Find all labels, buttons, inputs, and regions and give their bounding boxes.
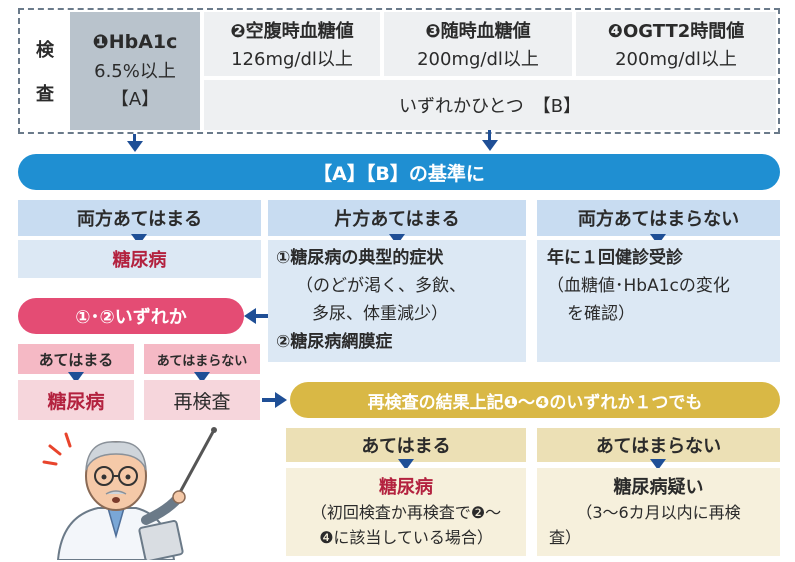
either-yes-label: あてはまる (38, 350, 114, 369)
random-glucose-value: 200mg/dl以上 (417, 49, 539, 70)
col1-arrow (131, 234, 147, 245)
arrow-b-stem (488, 130, 491, 141)
col2-line4: ②糖尿病網膜症 (276, 332, 393, 352)
exam-side-label-1: 検 (36, 40, 54, 61)
hba1c-tag: 【A】 (110, 89, 160, 110)
col1-result-label: 糖尿病 (112, 250, 167, 271)
retest-no-header-label: あてはまらない (595, 436, 722, 457)
retest-yes-note1: （初回検査か再検査で❷～ (310, 502, 502, 522)
col1-header: 両方あてはまる (18, 200, 261, 236)
retest-yes-note2: ❹に該当している場合） (319, 527, 493, 547)
col2-line3: 多尿、体重減少） (312, 304, 448, 324)
retest-arrow-head (275, 392, 287, 408)
hba1c-value: 6.5%以上 (94, 61, 176, 82)
retest-pill-label: 再検査の結果上記❶～❹のいずれか１つでも (367, 392, 703, 413)
either-yes-result: 糖尿病 (18, 380, 134, 420)
doctor-illustration (42, 427, 217, 560)
arrow-a-head (127, 141, 143, 152)
exam-side-label: 検 査 (22, 12, 68, 130)
retest-no-note2: 査） (549, 527, 582, 547)
doctor-arm (141, 493, 183, 525)
criteria-bar: 【A】【B】の基準に (18, 154, 780, 190)
retest-no-note1: （3～6カ月以内に再検 (576, 502, 741, 522)
col2-to-either-stem (256, 314, 268, 318)
criteria-bar-label: 【A】【B】の基準に (313, 162, 485, 185)
either-no-arrow (194, 372, 210, 383)
retest-no-header: あてはまらない (537, 428, 780, 462)
col2-header-label: 片方あてはまる (334, 209, 460, 230)
group-b-cell: いずれかひとつ 【B】 (204, 80, 776, 130)
arrow-b-head (482, 140, 498, 151)
retest-yes-arrow (398, 459, 414, 470)
either-pill: ①･②いずれか (18, 298, 244, 334)
retest-no-body: 糖尿病疑い （3～6カ月以内に再検 査） (537, 468, 780, 556)
pointer-stick (176, 429, 216, 497)
doctor-hair (85, 441, 147, 471)
either-no-label: あてはまらない (156, 353, 248, 369)
retest-no-result: 糖尿病疑い (613, 476, 704, 498)
retest-no-arrow (650, 459, 666, 470)
ogtt-title: ❹OGTT2時間値 (607, 21, 745, 42)
either-yes-result-label: 糖尿病 (47, 390, 105, 413)
arrow-a-stem (133, 134, 136, 142)
hba1c-cell: ❶HbA1c 6.5%以上 【A】 (70, 12, 200, 130)
col2-header: 片方あてはまる (268, 200, 526, 236)
col2-line1: ①糖尿病の典型的症状 (276, 248, 444, 268)
col2-to-either-head (244, 308, 256, 324)
group-b-label: いずれかひとつ 【B】 (398, 96, 582, 117)
either-no-result-label: 再検査 (173, 390, 231, 413)
exam-criteria-box (18, 8, 780, 134)
col3-body: 年に１回健診受診 （血糖値･HbA1cの変化 を確認） (537, 240, 780, 362)
retest-pill: 再検査の結果上記❶～❹のいずれか１つでも (290, 382, 780, 418)
col3-header-label: 両方あてはまらない (577, 209, 740, 230)
fasting-glucose-value: 126mg/dl以上 (231, 49, 353, 70)
col2-line2: （のどが渇く、多飲、 (296, 276, 466, 296)
col3-line3: を確認） (567, 304, 635, 324)
col3-arrow (650, 234, 666, 245)
exam-side-label-2: 査 (36, 84, 54, 105)
either-yes-header: あてはまる (18, 344, 134, 374)
retest-yes-body: 糖尿病 （初回検査か再検査で❷～ ❹に該当している場合） (286, 468, 526, 556)
random-glucose-cell: ❸随時血糖値 200mg/dl以上 (384, 12, 572, 76)
retest-yes-header: あてはまる (286, 428, 526, 462)
col3-line2: （血糖値･HbA1cの変化 (547, 276, 730, 296)
col2-arrow (389, 234, 405, 245)
either-no-header: あてはまらない (144, 344, 260, 374)
random-glucose-title: ❸随時血糖値 (425, 21, 531, 42)
fasting-glucose-cell: ❷空腹時血糖値 126mg/dl以上 (204, 12, 380, 76)
fasting-glucose-title: ❷空腹時血糖値 (230, 21, 354, 42)
ogtt-value: 200mg/dl以上 (615, 49, 737, 70)
col3-header: 両方あてはまらない (537, 200, 780, 236)
hba1c-title: ❶HbA1c (92, 31, 178, 53)
either-yes-arrow (68, 372, 84, 383)
surprise-marks (42, 432, 72, 466)
col1-result: 糖尿病 (18, 240, 261, 278)
clipboard (138, 519, 184, 560)
col3-line1: 年に１回健診受診 (547, 248, 683, 268)
doctor-glasses (94, 466, 138, 486)
retest-arrow-stem (262, 398, 276, 402)
either-no-result: 再検査 (144, 380, 260, 420)
col2-body: ①糖尿病の典型的症状 （のどが渇く、多飲、 多尿、体重減少） ②糖尿病網膜症 (268, 240, 526, 362)
retest-yes-header-label: あてはまる (361, 436, 451, 457)
either-pill-label: ①･②いずれか (75, 307, 187, 328)
col1-header-label: 両方あてはまる (76, 209, 203, 230)
ogtt-cell: ❹OGTT2時間値 200mg/dl以上 (576, 12, 776, 76)
retest-yes-result: 糖尿病 (379, 476, 433, 498)
